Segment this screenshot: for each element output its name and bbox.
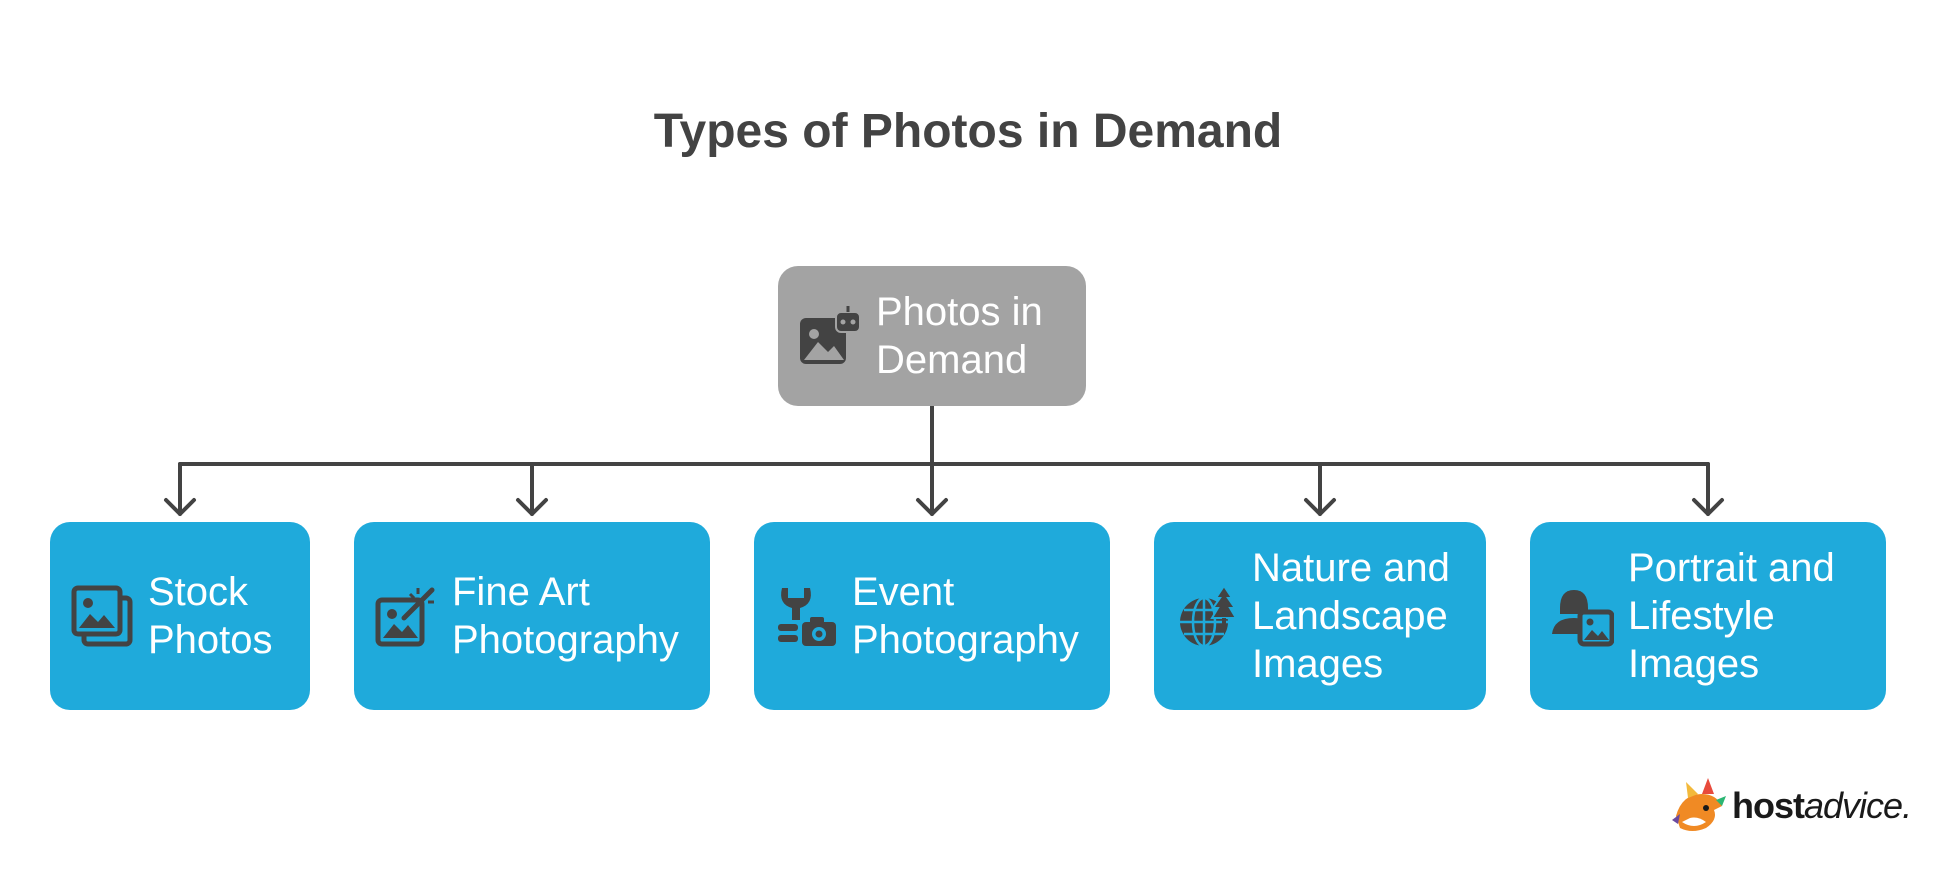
event-camera-icon — [774, 584, 838, 648]
logo-wordmark: hostadvice. — [1732, 785, 1912, 826]
arrowhead-3 — [916, 498, 948, 516]
person-photo-icon — [1550, 584, 1615, 648]
child-node-portrait: Portrait and Lifestyle Images — [1530, 522, 1886, 710]
child-label: Portrait and Lifestyle Images — [1628, 546, 1835, 686]
child-node-nature: Nature and Landscape Images — [1154, 522, 1486, 710]
fox-logo-icon — [1668, 776, 1730, 836]
arrowhead-1 — [164, 498, 196, 516]
child-node-fine-art: Fine Art Photography — [354, 522, 710, 710]
child-node-event: Event Photography — [754, 522, 1110, 710]
child-label: Nature and Landscape Images — [1252, 546, 1450, 686]
image-robot-icon — [798, 304, 862, 368]
child-label: Event Photography — [852, 570, 1079, 662]
child-label: Fine Art Photography — [452, 570, 679, 662]
arrowhead-4 — [1304, 498, 1336, 516]
child-label: Stock Photos — [148, 570, 273, 662]
root-label: Photos in Demand — [876, 290, 1043, 382]
root-node: Photos in Demand — [778, 266, 1086, 406]
arrowhead-5 — [1692, 498, 1724, 516]
image-magic-wand-icon — [374, 584, 438, 648]
diagram-title: Types of Photos in Demand — [653, 105, 1283, 158]
child-node-stock-photos: Stock Photos — [50, 522, 310, 710]
photo-library-icon — [70, 584, 134, 648]
hostadvice-logo: hostadvice. — [1668, 776, 1912, 836]
arrowhead-2 — [516, 498, 548, 516]
globe-tree-icon — [1174, 584, 1238, 648]
